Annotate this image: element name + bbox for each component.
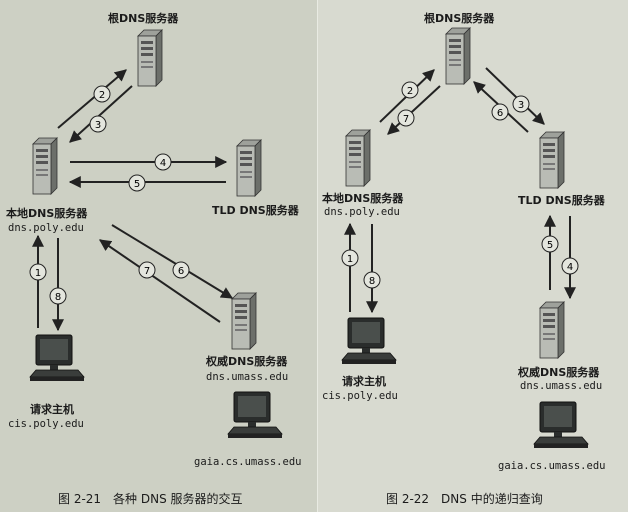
tld-server-label: TLD DNS服务器 [212,204,299,217]
auth-server-host: dns.umass.edu [206,371,289,383]
step-4-label: 4 [160,158,166,169]
figure-2-21-diagram: 2 3 4 5 6 7 1 8 [29,29,283,439]
step-8-label: 8 [55,292,61,303]
target-computer-icon [533,401,589,449]
auth-server-host: dns.umass.edu [520,380,603,392]
arrow-step-3 [485,67,545,125]
figure-2-22-diagram: 2 7 6 3 5 4 1 8 [341,27,589,449]
arrow-step-3 [69,85,133,143]
step-1-label: 1 [35,268,41,279]
local-server-icon [32,137,58,195]
local-server-label: 本地DNS服务器 [6,207,88,220]
arrow-step-7 [387,85,441,135]
root-server-icon [445,27,471,85]
tld-server-icon [236,139,262,197]
auth-server-label: 权威DNS服务器 [518,366,600,379]
local-server-label: 本地DNS服务器 [322,192,404,205]
client-label: 请求主机 [30,403,74,416]
target-host: gaia.cs.umass.edu [498,460,606,472]
step-3-label: 3 [95,120,101,131]
arrow-step-2 [57,69,127,129]
tld-server-label: TLD DNS服务器 [518,194,605,207]
auth-server-icon [231,292,257,350]
step-6-label: 6 [178,266,184,277]
root-server-label: 根DNS服务器 [108,12,179,25]
step-5-label: 5 [134,179,140,190]
step-8-label: 8 [369,276,375,287]
client-computer-icon [341,317,397,365]
client-label: 请求主机 [342,375,386,388]
arrow-step-6 [111,224,234,299]
figure-2-21-panel: 2 3 4 5 6 7 1 8 根DNS服务器 本地DNS服务器 dns.pol… [6,12,302,506]
step-5-label: 5 [547,240,553,251]
tld-server-icon [539,131,565,189]
client-computer-icon [29,334,85,382]
client-host: cis.poly.edu [322,390,398,402]
figure-2-22-caption: 图 2-22 DNS 中的递归查询 [386,492,543,506]
client-host: cis.poly.edu [8,418,84,430]
target-computer-icon [227,391,283,439]
local-server-host: dns.poly.edu [8,222,84,234]
auth-server-label: 权威DNS服务器 [206,355,288,368]
step-4-label: 4 [567,262,573,273]
target-host: gaia.cs.umass.edu [194,456,302,468]
auth-server-icon [539,301,565,359]
local-server-host: dns.poly.edu [324,206,400,218]
figure-2-22-panel: 2 7 6 3 5 4 1 8 根DNS服务器 本地DNS服务器 dns.pol… [318,0,628,512]
root-server-label: 根DNS服务器 [424,12,495,25]
step-7-label: 7 [403,114,409,125]
step-2-label: 2 [407,86,413,97]
figure-2-21-caption: 图 2-21 各种 DNS 服务器的交互 [58,492,243,506]
local-server-icon [345,129,371,187]
root-server-icon [137,29,163,87]
step-3-label: 3 [518,100,524,111]
step-6-label: 6 [497,108,503,119]
step-1-label: 1 [347,254,353,265]
arrow-step-7 [99,239,221,323]
step-7-label: 7 [144,266,150,277]
step-2-label: 2 [99,90,105,101]
